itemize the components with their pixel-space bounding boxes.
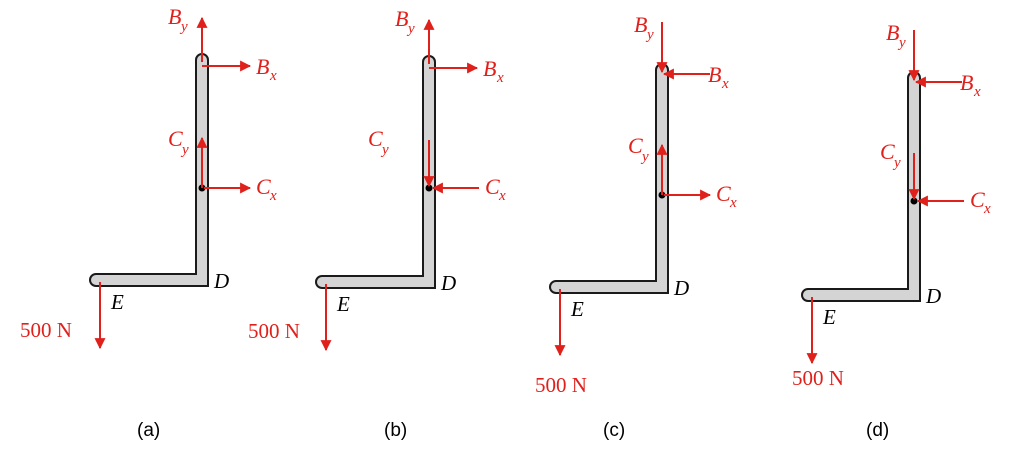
label-by-subscript: y xyxy=(406,21,415,37)
label-point-d: D xyxy=(925,284,941,308)
panel-caption: (b) xyxy=(384,420,407,441)
panel-caption: (c) xyxy=(603,420,625,441)
load-label: 500 N xyxy=(792,366,844,390)
label-by: B xyxy=(886,20,899,45)
label-bx-subscript: x xyxy=(269,68,277,84)
bent-member xyxy=(801,71,921,302)
label-bx: B xyxy=(256,54,269,79)
label-point-e: E xyxy=(822,305,836,329)
panel-caption: (a) xyxy=(137,420,160,441)
label-by-subscript: y xyxy=(179,19,188,35)
label-point-d: D xyxy=(213,269,229,293)
label-cx-subscript: x xyxy=(269,188,277,204)
panel-caption: (d) xyxy=(866,420,889,441)
label-bx-subscript: x xyxy=(973,84,981,100)
label-cx: C xyxy=(256,174,271,199)
label-point-e: E xyxy=(570,297,584,321)
load-label: 500 N xyxy=(248,319,300,343)
label-cx: C xyxy=(970,187,985,212)
label-cy: C xyxy=(368,126,383,151)
label-cy-subscript: y xyxy=(892,155,901,171)
label-cy: C xyxy=(880,139,895,164)
label-cx-subscript: x xyxy=(983,201,991,217)
label-by: B xyxy=(168,4,181,29)
label-point-e: E xyxy=(110,290,124,314)
label-cy: C xyxy=(628,133,643,158)
label-cy: C xyxy=(168,126,183,151)
label-cy-subscript: y xyxy=(380,142,389,158)
label-by-subscript: y xyxy=(645,27,654,43)
label-bx: B xyxy=(960,70,973,95)
bent-member xyxy=(549,63,669,294)
label-bx: B xyxy=(708,62,721,87)
label-by: B xyxy=(395,6,408,31)
label-by-subscript: y xyxy=(897,35,906,51)
label-cx-subscript: x xyxy=(498,188,506,204)
label-bx-subscript: x xyxy=(721,76,729,92)
bent-member xyxy=(315,55,436,289)
load-label: 500 N xyxy=(535,373,587,397)
label-bx: B xyxy=(483,56,496,81)
label-cx: C xyxy=(485,174,500,199)
label-cy-subscript: y xyxy=(640,149,649,165)
label-cy-subscript: y xyxy=(180,142,189,158)
label-cx: C xyxy=(716,181,731,206)
label-point-d: D xyxy=(440,271,456,295)
label-point-d: D xyxy=(673,276,689,300)
load-label: 500 N xyxy=(20,318,72,342)
label-cx-subscript: x xyxy=(729,195,737,211)
label-bx-subscript: x xyxy=(496,70,504,86)
bent-member xyxy=(89,53,209,287)
label-point-e: E xyxy=(336,292,350,316)
label-by: B xyxy=(634,12,647,37)
